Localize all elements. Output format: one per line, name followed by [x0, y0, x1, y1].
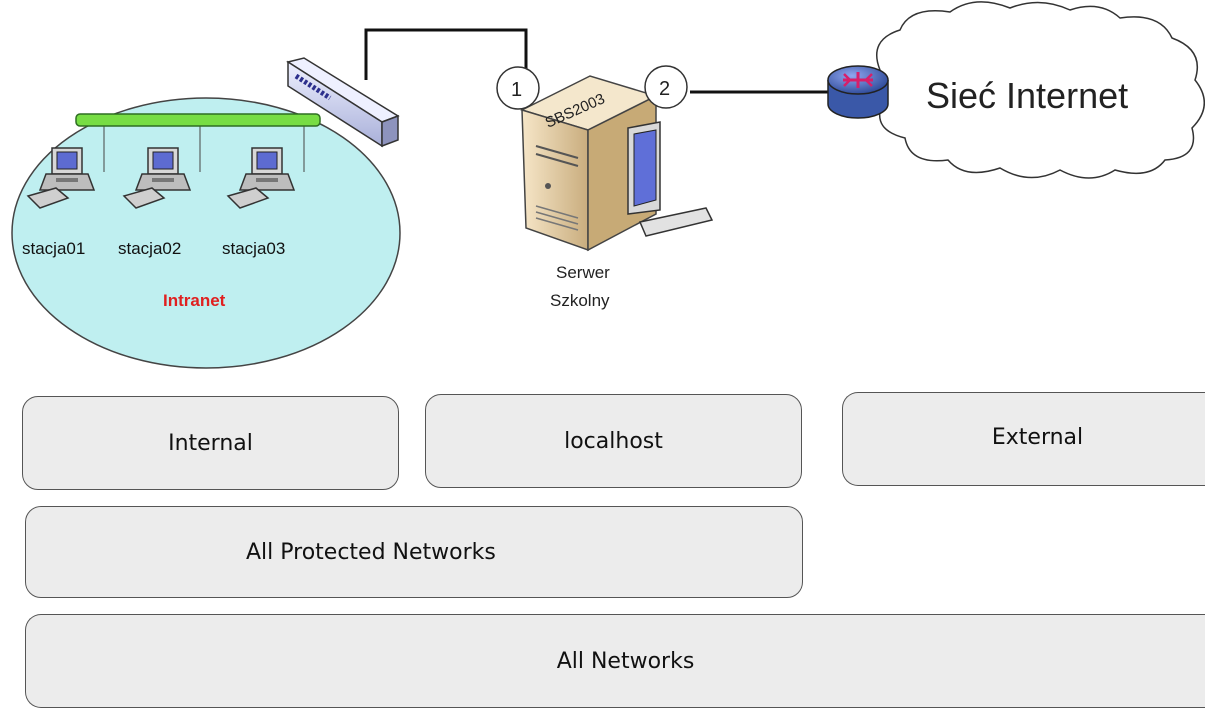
- zone-localhost: localhost: [425, 394, 802, 488]
- intranet-zone: [11, 97, 401, 369]
- zone-external-label: External: [991, 425, 1084, 450]
- nic-2-marker: [644, 65, 688, 109]
- station-label-3: stacja03: [222, 239, 285, 258]
- nic-2-label: 2: [659, 78, 670, 100]
- zone-internal: Internal: [22, 396, 399, 490]
- zone-internal-label: Internal: [168, 430, 253, 456]
- internet-label: Sieć Internet: [926, 75, 1128, 116]
- station-label-1: stacja01: [22, 239, 85, 258]
- zone-localhost-label: localhost: [564, 428, 663, 454]
- zone-all-protected-networks-label: All Protected Networks: [246, 539, 496, 565]
- nic-1-label: 1: [511, 79, 522, 101]
- internet-cloud: [870, 1, 1205, 179]
- server-label-line1: Serwer: [556, 263, 610, 282]
- server-monitor-icon: [627, 121, 714, 237]
- zone-all-networks: All Networks: [25, 614, 1205, 708]
- router-icon: [827, 65, 889, 119]
- nic-1-marker: [496, 66, 540, 110]
- zone-all-networks-label: All Networks: [556, 648, 695, 674]
- network-diagram: stacja01 stacja02 stacja03 Intranet SBS2…: [11, 1, 1205, 369]
- switch-icon: [286, 57, 400, 148]
- cable-switch-to-server: [364, 28, 528, 80]
- server-label-line2: Szkolny: [550, 291, 610, 310]
- network-bus: [75, 113, 321, 127]
- intranet-label: Intranet: [163, 291, 226, 310]
- station-label-2: stacja02: [118, 239, 181, 258]
- zone-external: External: [842, 392, 1205, 486]
- zone-all-protected-networks: All Protected Networks: [25, 506, 803, 598]
